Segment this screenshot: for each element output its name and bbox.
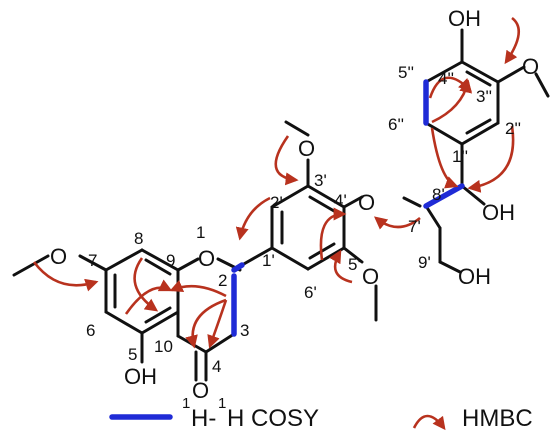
num-4: 4 — [212, 357, 221, 376]
atom-o-methoxy-5p: O — [362, 264, 379, 289]
num-9: 9 — [166, 251, 175, 270]
atom-o-methoxy-7: O — [50, 244, 67, 269]
atom-o-methoxy-3pp: O — [522, 54, 539, 79]
num-6p: 6' — [304, 283, 317, 302]
num-6pp: 6'' — [388, 115, 404, 134]
num-7: 7 — [88, 251, 97, 270]
num-3: 3 — [240, 321, 249, 340]
side-chain-bonds — [402, 196, 462, 274]
hmbc-arrows — [32, 16, 520, 349]
legend-hmbc-label: HMBC — [462, 405, 533, 432]
num-3p: 3' — [314, 171, 327, 190]
legend-hmbc-swatch — [412, 414, 446, 431]
legend-cosy-sup2: 1 — [218, 395, 226, 412]
num-6: 6 — [86, 321, 95, 340]
atom-o-methoxy-3p: O — [298, 136, 315, 161]
atom-o-carbonyl: O — [192, 378, 209, 403]
atom-labels: OH O O O OH O O O OH OH O — [50, 6, 539, 403]
num-9p: 9' — [418, 253, 431, 272]
num-8: 8 — [134, 229, 143, 248]
num-8p: 8' — [432, 185, 445, 204]
num-5pp: 5'' — [398, 63, 414, 82]
ring-b-bonds — [240, 120, 378, 322]
num-2pp: 2'' — [505, 119, 521, 138]
num-1: 1 — [196, 223, 205, 242]
legend: 1 H- 1 H COSY HMBC — [109, 395, 533, 432]
atom-o-ring: O — [198, 246, 215, 271]
legend-cosy-sup1: 1 — [182, 395, 190, 412]
legend-cosy-h1: H- — [191, 405, 216, 432]
atom-o-ether: O — [358, 190, 375, 215]
num-1pp: 1'' — [452, 147, 468, 166]
num-7p: 7' — [408, 217, 421, 236]
num-5p: 5' — [348, 255, 361, 274]
num-10: 10 — [154, 337, 173, 356]
position-numbers: 4'' 3'' 5'' 6'' 2'' 1'' 3' 4' 2' 8' 7' 1… — [86, 63, 521, 376]
num-4p: 4' — [334, 191, 347, 210]
num-4pp: 4'' — [438, 69, 454, 88]
num-2p: 2' — [270, 193, 283, 212]
num-1p: 1' — [262, 251, 275, 270]
num-2: 2 — [218, 271, 227, 290]
cosy-bonds — [231, 79, 465, 337]
ring-top-bonds — [424, 28, 550, 206]
num-3pp: 3'' — [476, 87, 492, 106]
atom-oh-8p: OH — [482, 200, 515, 225]
legend-cosy-h2: H COSY — [227, 405, 319, 432]
atom-oh-top: OH — [448, 6, 481, 31]
atom-oh-9p: OH — [458, 264, 491, 289]
num-5: 5 — [128, 345, 137, 364]
atom-oh-5: OH — [124, 364, 157, 389]
